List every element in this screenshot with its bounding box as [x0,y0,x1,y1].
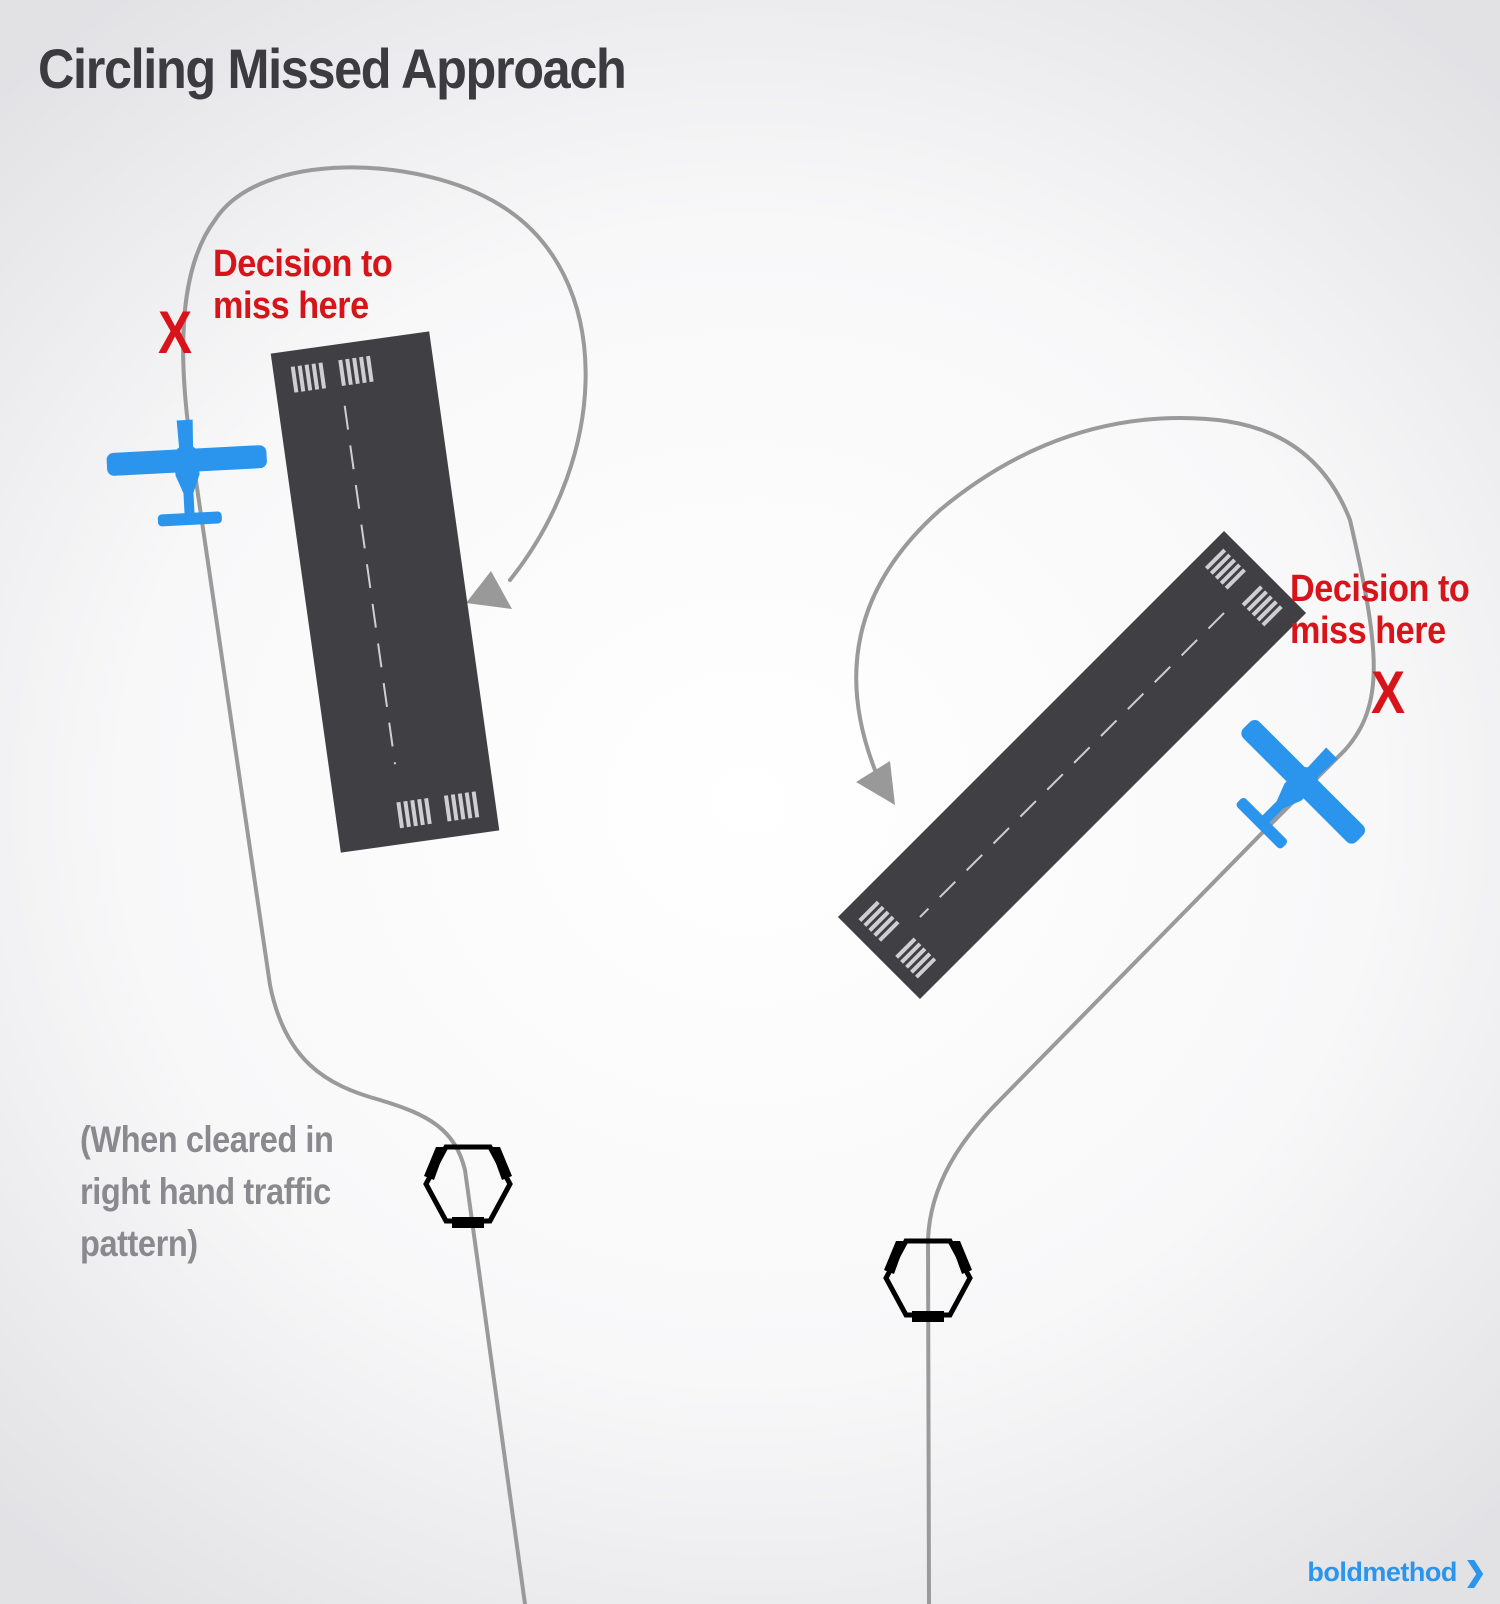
note-line-3: pattern) [80,1223,198,1264]
right-flight-path [854,415,1376,1604]
right-runway [837,530,1307,1000]
right-decision-label: Decision to miss here [1290,568,1470,652]
left-decision-label: Decision to miss here [213,243,393,327]
page-title: Circling Missed Approach [38,37,627,100]
runway-threshold-marks [858,548,1283,979]
note-line-2: right hand traffic [80,1171,331,1212]
left-decision-line-1: Decision to [213,243,393,285]
runway-centerline [343,405,397,765]
left-flight-path [181,165,588,1604]
traffic-pattern-note: (When cleared in right hand traffic patt… [80,1114,334,1270]
left-decision-line-2: miss here [213,285,369,327]
left-decision-marker: X [158,299,193,366]
right-arrowhead-icon [856,761,895,805]
left-airplane-icon [104,415,271,530]
brand-logo[interactable]: boldmethod ❯ [1307,1557,1486,1588]
right-decision-line-1: Decision to [1290,568,1470,610]
chevron-right-icon: ❯ [1463,1557,1487,1587]
left-arrowhead-icon [466,571,512,609]
right-decision-marker: X [1371,659,1406,726]
runway-threshold-marks [290,355,480,829]
runway-centerline [919,612,1225,918]
brand-name: boldmethod [1307,1557,1457,1587]
note-line-1: (When cleared in [80,1119,334,1160]
left-runway [270,331,500,853]
right-decision-line-2: miss here [1290,610,1446,652]
